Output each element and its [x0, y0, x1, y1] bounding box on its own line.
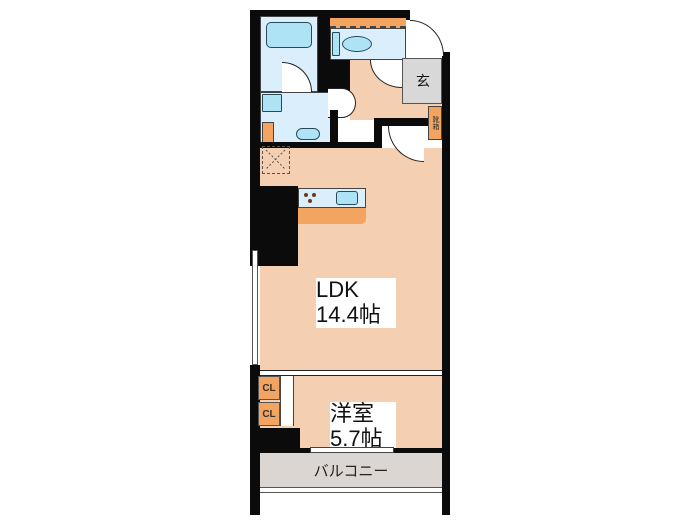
partition-sliding-door[interactable] [260, 370, 442, 376]
balcony-window[interactable] [310, 447, 394, 453]
stove-icon [302, 191, 318, 205]
wall-below-toilet [318, 60, 350, 92]
wall-hall-ldk [374, 118, 382, 148]
western-label: 洋室 5.7帖 [330, 401, 396, 451]
ldk-side-window [252, 250, 258, 365]
balcony: バルコニー [260, 453, 442, 487]
toilet-bowl [342, 36, 372, 52]
outer-wall-top [250, 10, 410, 20]
refrigerator-space [262, 146, 290, 174]
entrance: 玄 [402, 58, 442, 104]
linen-shelf [262, 122, 274, 144]
toilet-tank [332, 32, 340, 56]
ldk-room-size: 14.4帖 [316, 301, 381, 327]
closet-1-label: CL [262, 382, 276, 394]
western-room-name: 洋室 [330, 401, 375, 426]
closet-2[interactable]: CL [258, 402, 280, 426]
closet-folding-doors[interactable] [280, 376, 294, 426]
closet-1[interactable]: CL [258, 376, 280, 400]
wash-basin [296, 128, 320, 140]
wall-hall-ldk-2 [382, 118, 428, 126]
western-room-size: 5.7帖 [330, 425, 383, 451]
kitchen-worktop [298, 208, 366, 224]
western-wall-block [250, 428, 300, 450]
ldk-label: LDK 14.4帖 [316, 277, 396, 328]
shoe-box: 靴箱 [428, 106, 442, 140]
balcony-label: バルコニー [313, 462, 389, 480]
front-door-swing[interactable] [410, 20, 444, 56]
ldk-room-name: LDK [316, 277, 359, 302]
floor-plan: 玄 靴箱 LDK 14.4帖 CL CL [250, 10, 450, 515]
outer-wall-right [442, 52, 450, 515]
wall-above-ldk [260, 142, 382, 150]
balcony-railing [260, 487, 442, 493]
entrance-label: 玄 [416, 73, 430, 89]
kitchen-wall-block [250, 186, 298, 266]
shoe-box-label: 靴箱 [432, 116, 439, 130]
kitchen-sink [336, 191, 358, 205]
outer-wall-left-upper [250, 10, 260, 250]
cross-mark-icon [265, 149, 286, 170]
toilet-shelf [330, 18, 406, 28]
washing-machine [262, 94, 282, 112]
wall-washroom-right [330, 110, 338, 148]
bathtub [266, 22, 312, 48]
closet-2-label: CL [262, 408, 276, 420]
